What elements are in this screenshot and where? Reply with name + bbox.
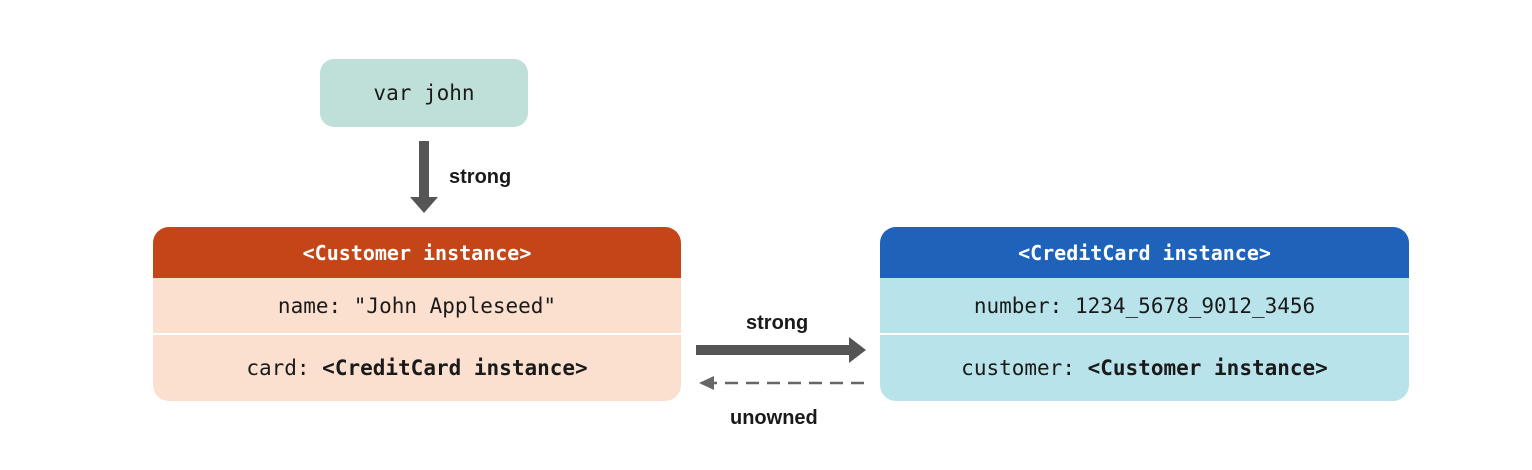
john-arrow-head — [410, 197, 438, 213]
creditcard-customer-value: <Customer instance> — [1087, 355, 1328, 380]
var-john-label: var john — [373, 81, 475, 105]
john-edge-label: strong — [449, 166, 512, 188]
creditcard-number-key: number: — [973, 293, 1075, 318]
creditcard-customer-row: customer: <Customer instance> — [880, 335, 1409, 400]
customer-instance-box: <Customer instance> name: "John Applesee… — [153, 227, 681, 401]
var-john-box: var john — [320, 59, 528, 127]
unowned-edge-label: unowned — [730, 407, 818, 429]
customer-name-key: name: — [277, 293, 354, 318]
customer-card-row: card: <CreditCard instance> — [153, 335, 681, 400]
customer-to-card-arrow — [696, 337, 866, 363]
card-to-customer-arrow — [699, 376, 864, 390]
john-arrow-shaft — [419, 141, 429, 197]
customer-card-value: <CreditCard instance> — [322, 355, 588, 380]
john-to-customer-arrow — [410, 141, 438, 213]
creditcard-number-row: number: 1234_5678_9012_3456 — [880, 278, 1409, 335]
strong-arrow-shaft — [696, 345, 849, 355]
customer-name-row: name: "John Appleseed" — [153, 278, 681, 335]
creditcard-instance-header: <CreditCard instance> — [880, 227, 1409, 278]
unowned-arrow-head — [699, 376, 714, 390]
customer-instance-header: <Customer instance> — [153, 227, 681, 278]
creditcard-number-value: 1234_5678_9012_3456 — [1074, 293, 1316, 318]
strong-arrow-head — [849, 337, 866, 363]
creditcard-customer-key: customer: — [961, 355, 1088, 380]
strong-edge-label: strong — [746, 312, 809, 334]
customer-card-key: card: — [246, 355, 323, 380]
customer-instance-title: <Customer instance> — [302, 240, 532, 265]
customer-name-value: "John Appleseed" — [353, 293, 557, 318]
creditcard-instance-title: <CreditCard instance> — [1018, 240, 1271, 265]
creditcard-instance-box: <CreditCard instance> number: 1234_5678_… — [880, 227, 1409, 401]
